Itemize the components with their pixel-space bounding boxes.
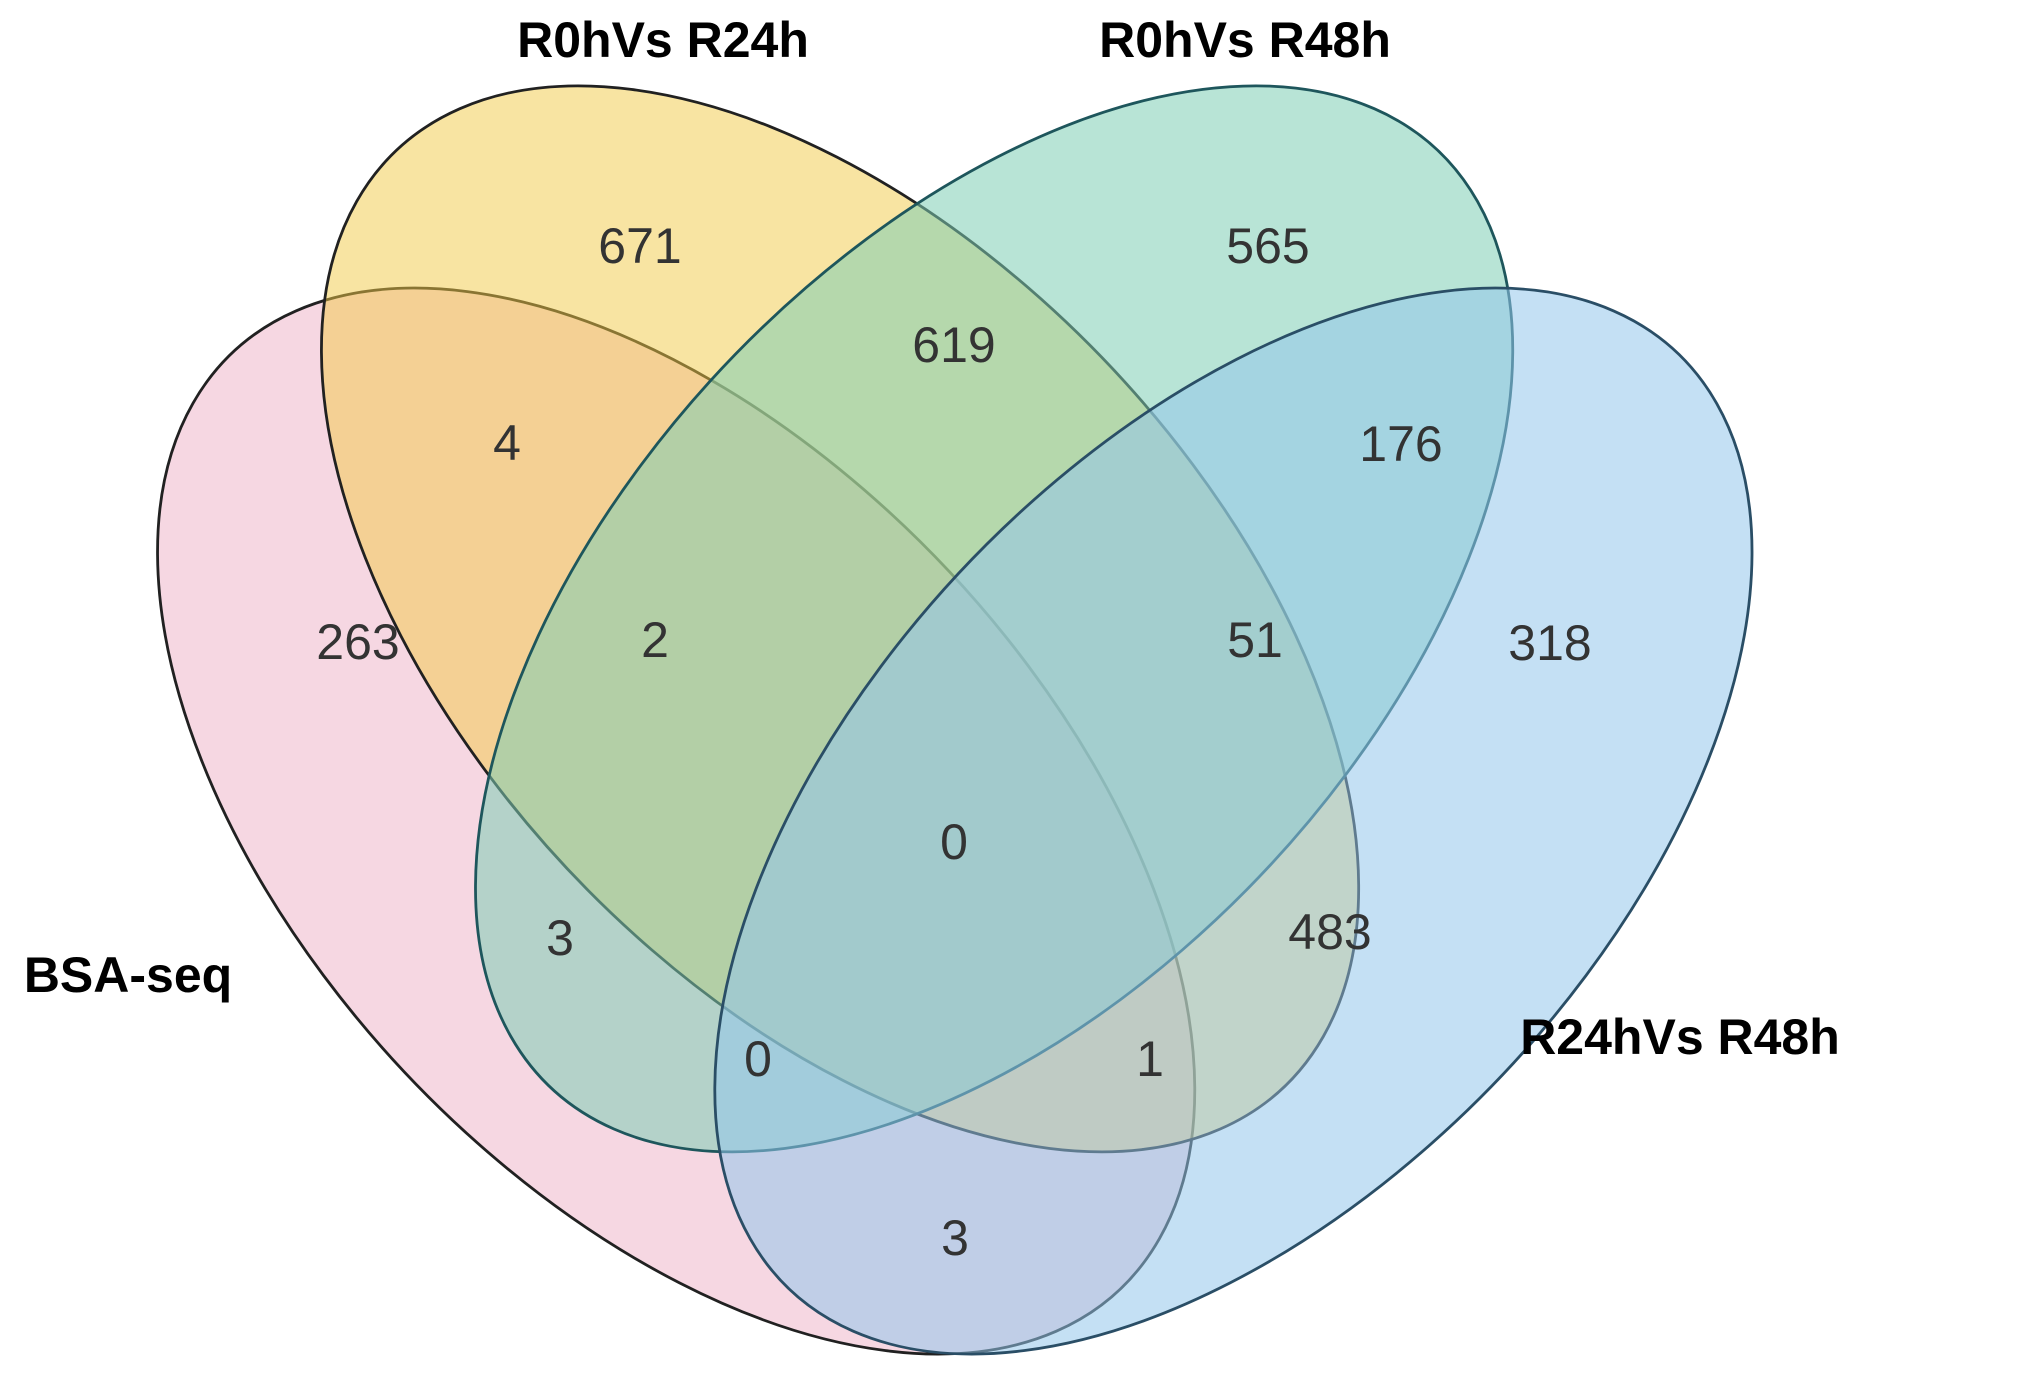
region-count-r0hvs-r48h: 565: [1226, 218, 1309, 274]
region-count-bsa-seq--r0hvs-r24h--r24hvs-r48h: 1: [1136, 1031, 1164, 1087]
region-count-r24hvs-r48h: 318: [1508, 615, 1591, 671]
region-count-bsa-seq: 263: [316, 614, 399, 670]
set-label-r24hvs-r48h: R24hVs R48h: [1520, 1009, 1840, 1065]
region-count-r0hvs-r24h--r0hvs-r48h: 619: [912, 317, 995, 373]
region-count-r0hvs-r24h--r24hvs-r48h: 483: [1288, 904, 1371, 960]
region-count-r0hvs-r24h: 671: [598, 218, 681, 274]
region-count-bsa-seq--r0hvs-r48h--r24hvs-r48h: 0: [744, 1031, 772, 1087]
region-count-r0hvs-r48h--r24hvs-r48h: 176: [1359, 416, 1442, 472]
set-label-bsa-seq: BSA-seq: [24, 947, 232, 1003]
region-count-bsa-seq--r0hvs-r48h: 3: [546, 910, 574, 966]
set-label-r0hvs-r24h: R0hVs R24h: [517, 12, 809, 68]
ellipse-r24hvs-r48h: [562, 72, 1905, 1371]
venn-ellipses-group: [5, 0, 1905, 1371]
region-count-bsa-seq--r0hvs-r24h--r0hvs-r48h--r24hvs-r48h: 0: [940, 814, 968, 870]
region-count-r0hvs-r24h--r0hvs-r48h--r24hvs-r48h: 51: [1227, 612, 1283, 668]
region-count-bsa-seq--r0hvs-r24h: 4: [493, 415, 521, 471]
region-count-bsa-seq--r24hvs-r48h: 3: [941, 1210, 969, 1266]
region-count-bsa-seq--r0hvs-r24h--r0hvs-r48h: 2: [641, 612, 669, 668]
set-label-r0hvs-r48h: R0hVs R48h: [1099, 12, 1391, 68]
